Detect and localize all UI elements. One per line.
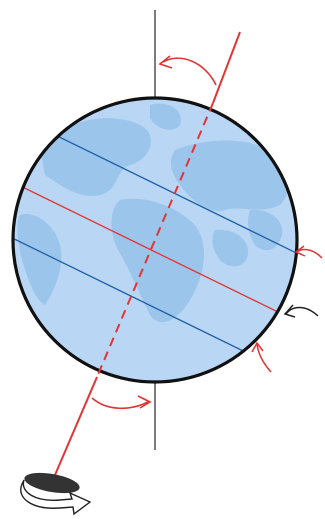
tilt-angle-arc-bottom (92, 396, 150, 408)
axis-bottom-solid (52, 377, 97, 482)
globe (0, 98, 325, 391)
rotation-arrow-right-top (296, 246, 322, 258)
rotation-arrow-right-middle (285, 305, 318, 317)
axis-top-solid (213, 32, 240, 103)
tilt-angle-arc-top (160, 56, 216, 85)
rotation-cap (23, 469, 81, 496)
rotation-direction-icon (21, 469, 90, 514)
rotation-arrow-right-bottom (252, 343, 271, 372)
